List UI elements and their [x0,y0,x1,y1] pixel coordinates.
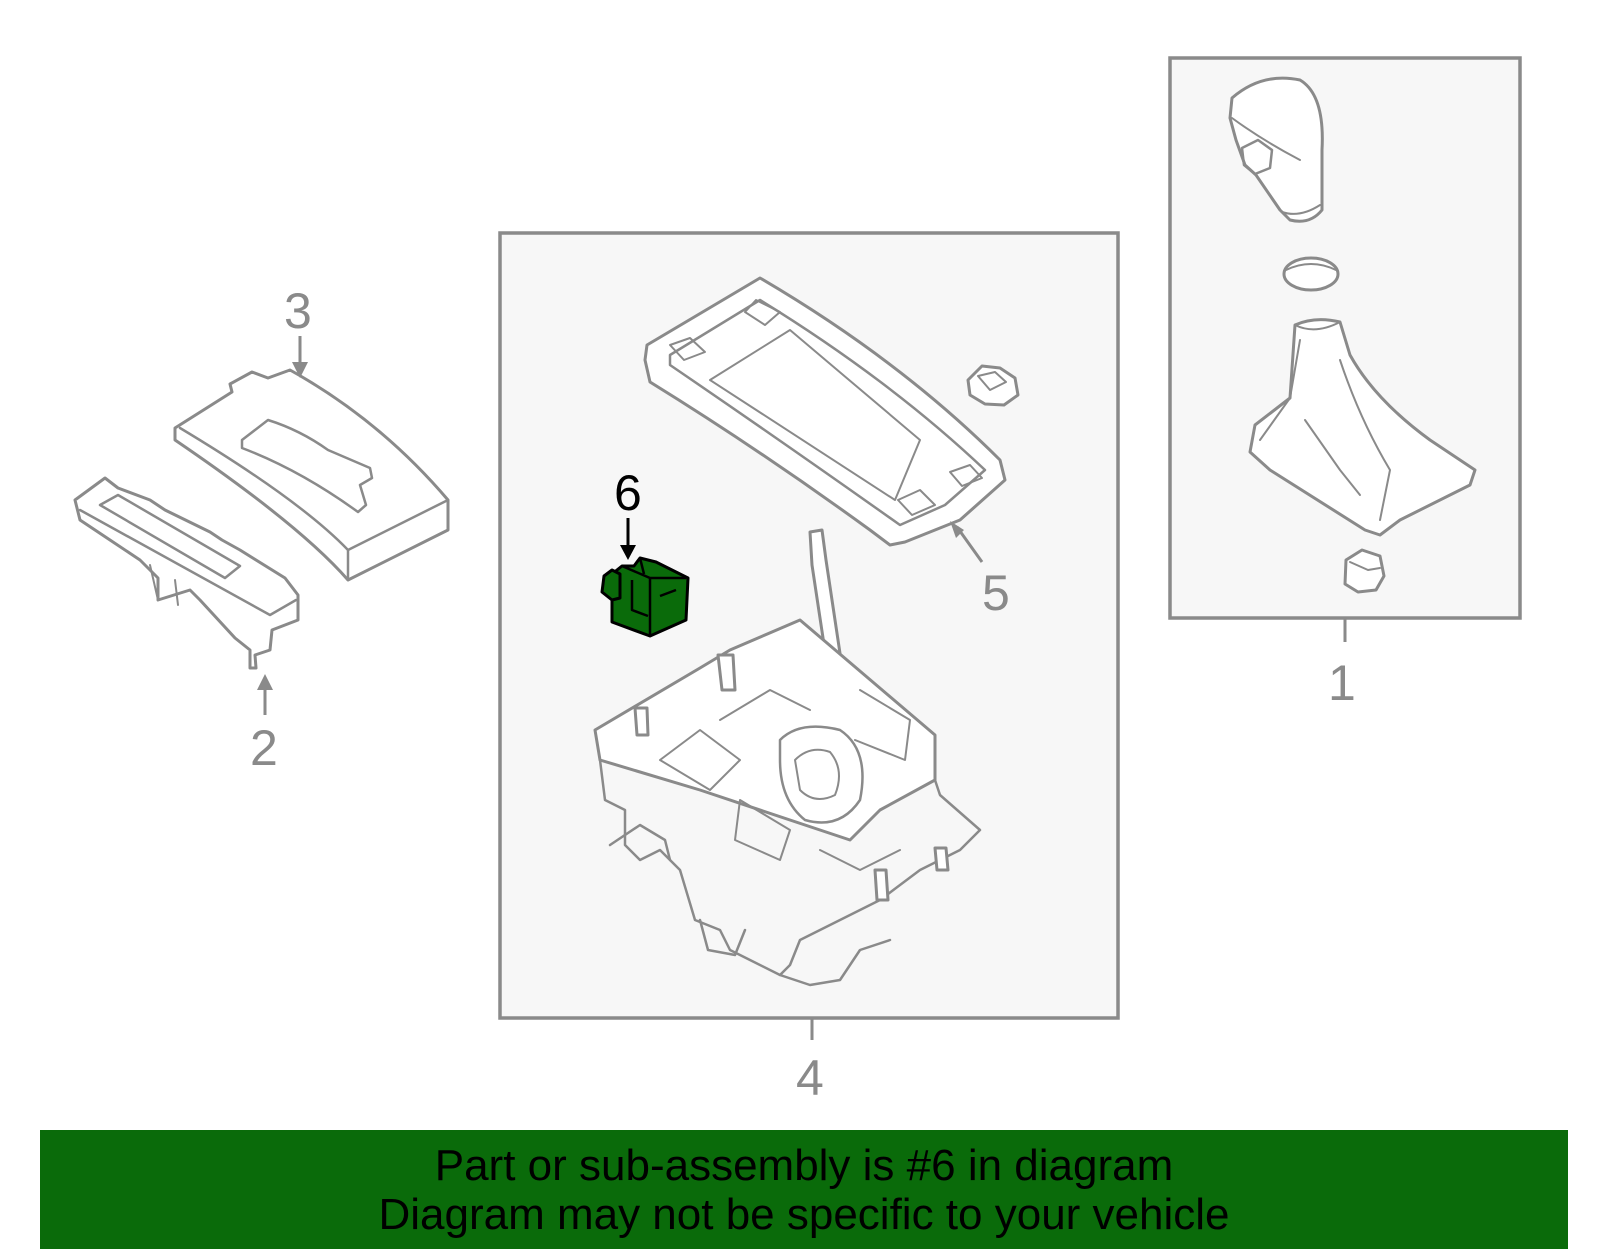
callout-2: 2 [250,720,278,776]
callout-1: 1 [1328,655,1356,711]
part-1-knob [1228,76,1324,223]
info-banner: Part or sub-assembly is #6 in diagram Di… [40,1130,1568,1249]
callout-3: 3 [284,283,312,339]
part-6-highlighted [600,556,690,638]
part-1-boot [1248,318,1477,537]
part-4-shifter-assembly [593,528,982,987]
part-5-cover-plate [643,276,1007,547]
part-1-ring [1282,256,1340,292]
parts-diagram: 3 2 5 [73,56,1522,1106]
callout-4: 4 [796,1050,824,1106]
banner-line-1: Part or sub-assembly is #6 in diagram [434,1140,1174,1190]
part-2-gate-plate [73,476,300,670]
part-3-bezel [173,368,450,582]
part-5-nut [966,364,1020,407]
part-1-clip [1343,548,1386,594]
callout-5: 5 [982,565,1010,621]
callout-6: 6 [614,465,642,521]
banner-line-2: Diagram may not be specific to your vehi… [378,1189,1230,1239]
